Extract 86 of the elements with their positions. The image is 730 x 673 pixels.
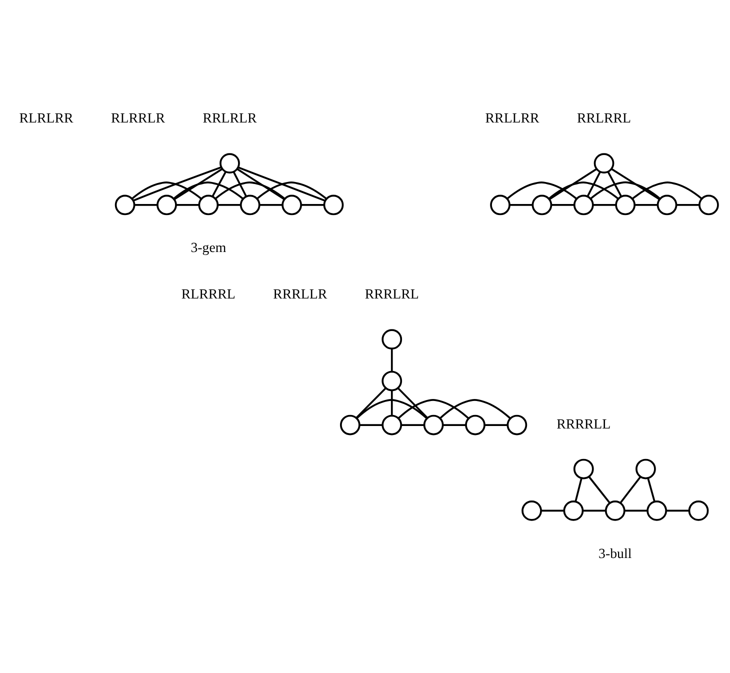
node-circle: [506, 414, 528, 435]
connector: [232, 170, 248, 196]
connector: [256, 180, 328, 200]
label: RRRRLL: [556, 416, 611, 432]
connector: [588, 476, 610, 503]
node-circle: [323, 194, 344, 215]
node-circle: [636, 458, 656, 479]
connector: [133, 166, 222, 201]
node-circle: [573, 458, 594, 479]
label: 3-gem: [190, 240, 226, 256]
connector: [131, 180, 202, 200]
connector: [356, 387, 386, 418]
connector: [611, 168, 660, 200]
node-circle: [198, 194, 219, 215]
connector: [218, 204, 241, 206]
node-circle: [220, 152, 240, 173]
connector: [398, 398, 470, 419]
connector: [548, 180, 619, 200]
node-circle: [340, 414, 360, 435]
connector: [647, 477, 656, 502]
node-circle: [563, 500, 584, 520]
connector: [390, 348, 393, 372]
node-circle: [382, 370, 402, 391]
connector: [620, 476, 642, 503]
node-circle: [465, 414, 486, 435]
connector: [624, 509, 648, 512]
connector: [590, 180, 661, 199]
connector: [676, 204, 700, 206]
connector: [134, 204, 158, 206]
node-circle: [156, 194, 177, 215]
node-circle: [604, 500, 626, 520]
connector: [582, 509, 606, 512]
node-circle: [522, 500, 542, 520]
label: RRLRRL: [577, 111, 632, 126]
connector: [173, 180, 244, 200]
connector: [212, 170, 226, 196]
connector: [484, 424, 508, 426]
label: RLRRRL: [181, 287, 236, 302]
node-circle: [532, 194, 552, 215]
connector: [506, 180, 578, 200]
node-circle: [688, 500, 709, 520]
node-circle: [282, 194, 302, 215]
connector: [593, 204, 616, 206]
connector: [390, 390, 393, 416]
connector: [176, 204, 200, 206]
node-circle: [594, 152, 614, 173]
connector: [510, 204, 533, 206]
connector: [397, 387, 428, 418]
connector: [634, 204, 658, 206]
connector: [574, 478, 582, 502]
label: RRLRLR: [202, 111, 257, 126]
node-circle: [382, 414, 402, 435]
label: RRLLRR: [485, 111, 540, 126]
connector: [356, 398, 428, 419]
label: RRRLLR: [273, 287, 328, 302]
connector: [541, 509, 564, 512]
connector: [236, 168, 285, 200]
node-circle: [423, 414, 444, 435]
connector: [586, 170, 601, 196]
connector: [260, 204, 282, 206]
node-circle: [615, 194, 636, 215]
node-circle: [382, 328, 402, 349]
connector: [548, 168, 598, 200]
node-circle: [698, 194, 719, 215]
connector: [551, 204, 574, 206]
node-circle: [490, 194, 510, 215]
node-circle: [646, 500, 668, 520]
connector: [632, 180, 702, 200]
label: RLRLRR: [19, 111, 74, 126]
label: RLRRLR: [111, 111, 166, 126]
connector: [214, 180, 286, 200]
connector: [440, 398, 511, 419]
label: RRRLRL: [364, 287, 419, 302]
label: 3-bull: [598, 546, 632, 562]
node-circle: [573, 194, 594, 215]
node-circle: [114, 194, 136, 215]
connector: [443, 424, 466, 426]
connector: [238, 166, 326, 202]
connector: [401, 424, 424, 426]
connector: [666, 509, 690, 512]
connector: [360, 424, 383, 426]
node-circle: [656, 194, 678, 215]
connector: [607, 170, 622, 196]
node-circle: [240, 194, 260, 215]
connector: [301, 204, 324, 206]
connector: [174, 168, 223, 200]
